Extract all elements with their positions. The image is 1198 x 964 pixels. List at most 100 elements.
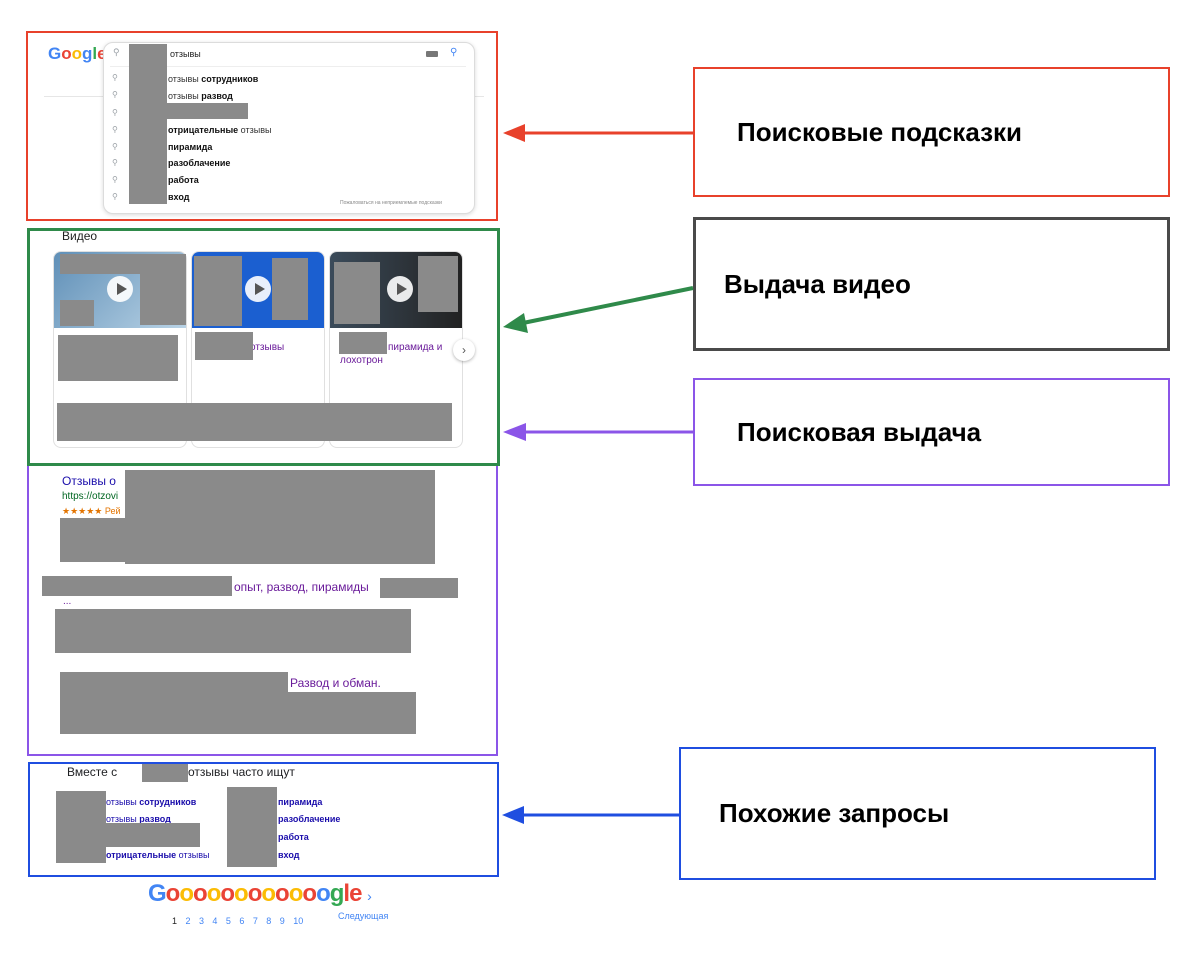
suggestion-icon: ⚲ bbox=[112, 192, 118, 201]
suggestion-icon: ⚲ bbox=[112, 125, 118, 134]
redaction bbox=[60, 518, 125, 562]
page-link[interactable]: 2 bbox=[185, 916, 191, 926]
suggestion-icon: ⚲ bbox=[112, 142, 118, 151]
play-icon bbox=[245, 276, 271, 302]
video-frame bbox=[27, 228, 500, 466]
suggestion-item[interactable]: отрицательные отзывы bbox=[168, 125, 272, 135]
redaction bbox=[42, 576, 232, 596]
suggestion-icon: ⚲ bbox=[112, 73, 118, 82]
pagination-pages: 1 2 3 4 5 6 7 8 9 10 bbox=[172, 911, 307, 929]
redaction bbox=[380, 578, 458, 598]
arrow-related bbox=[502, 806, 679, 824]
result-title[interactable]: опыт, развод, пирамиды bbox=[234, 580, 369, 594]
label-suggestions: Поисковые подсказки bbox=[693, 67, 1170, 197]
related-query[interactable]: отзывы сотрудников bbox=[106, 797, 197, 807]
suggestion-icon: ⚲ bbox=[112, 158, 118, 167]
pagination-logo: Goooooooooooogle › bbox=[148, 880, 372, 908]
related-frame bbox=[28, 762, 499, 877]
label-suggestions-text: Поисковые подсказки bbox=[737, 116, 1023, 147]
arrow-results bbox=[503, 423, 693, 441]
redaction bbox=[129, 44, 167, 204]
suggestion-icon: ⚲ bbox=[112, 90, 118, 99]
query-suffix: отзывы bbox=[170, 49, 201, 59]
redaction bbox=[140, 270, 186, 325]
redaction bbox=[55, 609, 411, 653]
label-video: Выдача видео bbox=[693, 217, 1170, 351]
page-link[interactable]: 7 bbox=[252, 916, 258, 926]
video-title[interactable]: пирамида и bbox=[388, 342, 443, 353]
page-link[interactable]: 8 bbox=[266, 916, 272, 926]
page-link[interactable]: 9 bbox=[279, 916, 285, 926]
related-query[interactable]: работа bbox=[278, 832, 309, 842]
arrow-suggestions bbox=[503, 124, 693, 142]
video-heading: Видео bbox=[62, 229, 98, 243]
suggestion-item[interactable]: отзывы сотрудников bbox=[168, 74, 259, 84]
related-query[interactable]: разоблачение bbox=[278, 814, 341, 824]
redaction bbox=[56, 823, 200, 847]
related-heading-start: Вместе с bbox=[67, 765, 118, 779]
google-logo[interactable]: Google bbox=[48, 44, 107, 63]
suggestions-frame bbox=[26, 31, 498, 221]
play-icon bbox=[107, 276, 133, 302]
related-query[interactable]: пирамида bbox=[278, 797, 323, 807]
label-results-text: Поисковая выдача bbox=[737, 416, 982, 447]
suggestion-item[interactable]: вход bbox=[168, 192, 190, 202]
redaction bbox=[125, 470, 435, 564]
search-input[interactable]: ⚲ отзывы ⚲ bbox=[103, 42, 473, 66]
redaction bbox=[60, 692, 416, 734]
redaction bbox=[195, 332, 253, 360]
result-rating: ★★★★★ Рей bbox=[62, 506, 121, 516]
related-query[interactable]: отрицательные отзывы bbox=[106, 850, 210, 860]
search-button-icon[interactable]: ⚲ bbox=[450, 47, 458, 58]
page-link[interactable]: 10 bbox=[293, 916, 304, 926]
suggestion-item[interactable]: работа bbox=[168, 175, 199, 185]
redaction bbox=[227, 787, 277, 867]
result-url[interactable]: https://otzovi bbox=[62, 491, 119, 502]
search-dropdown-divider bbox=[110, 66, 466, 67]
pagination-logo-text: Goooooooooooogle bbox=[148, 880, 362, 907]
redaction bbox=[57, 403, 452, 441]
chevron-right-icon: › bbox=[462, 343, 466, 357]
suggestion-icon: ⚲ bbox=[112, 175, 118, 184]
search-icon: ⚲ bbox=[113, 47, 120, 57]
video-title[interactable]: отзывы bbox=[250, 342, 285, 353]
label-related-text: Похожие запросы bbox=[719, 798, 950, 828]
redaction bbox=[418, 256, 458, 312]
redaction bbox=[60, 300, 94, 326]
page-link[interactable]: 4 bbox=[212, 916, 218, 926]
redaction bbox=[60, 254, 186, 274]
play-icon bbox=[387, 276, 413, 302]
result-title[interactable]: Отзывы о bbox=[62, 474, 116, 488]
arrow-video bbox=[503, 286, 694, 333]
related-query[interactable]: вход bbox=[278, 850, 300, 860]
redaction bbox=[272, 258, 308, 320]
carousel-next-button[interactable]: › bbox=[453, 339, 475, 361]
suggestion-item[interactable]: отзывы развод bbox=[168, 91, 233, 101]
label-video-text: Выдача видео bbox=[724, 268, 911, 299]
page-link[interactable]: 5 bbox=[225, 916, 231, 926]
next-page-link[interactable]: Следующая bbox=[338, 911, 389, 921]
results-frame bbox=[27, 466, 498, 756]
related-heading-end: отзывы часто ищут bbox=[188, 765, 295, 779]
keyboard-icon[interactable] bbox=[426, 51, 438, 57]
related-query[interactable]: отзывы развод bbox=[106, 814, 171, 824]
page-link-current: 1 bbox=[172, 916, 178, 926]
result-ellipsis: ... bbox=[63, 596, 72, 607]
chevron-right-icon[interactable]: › bbox=[367, 888, 372, 904]
suggestion-icon: ⚲ bbox=[112, 108, 118, 117]
redaction bbox=[160, 103, 248, 119]
label-related: Похожие запросы bbox=[679, 747, 1156, 880]
result-title[interactable]: Развод и обман. bbox=[290, 676, 381, 690]
page-link[interactable]: 3 bbox=[198, 916, 204, 926]
redaction bbox=[334, 262, 380, 324]
page-link[interactable]: 6 bbox=[239, 916, 245, 926]
suggestion-item[interactable]: пирамида bbox=[168, 142, 213, 152]
redaction bbox=[194, 256, 242, 326]
redaction bbox=[339, 332, 387, 354]
video-title[interactable]: лохотрон bbox=[340, 355, 383, 366]
redaction bbox=[142, 762, 188, 782]
suggestion-report-link[interactable]: Пожаловаться на неприемлемые подсказки bbox=[340, 200, 442, 206]
suggestion-item[interactable]: разоблачение bbox=[168, 158, 231, 168]
redaction bbox=[58, 335, 178, 381]
